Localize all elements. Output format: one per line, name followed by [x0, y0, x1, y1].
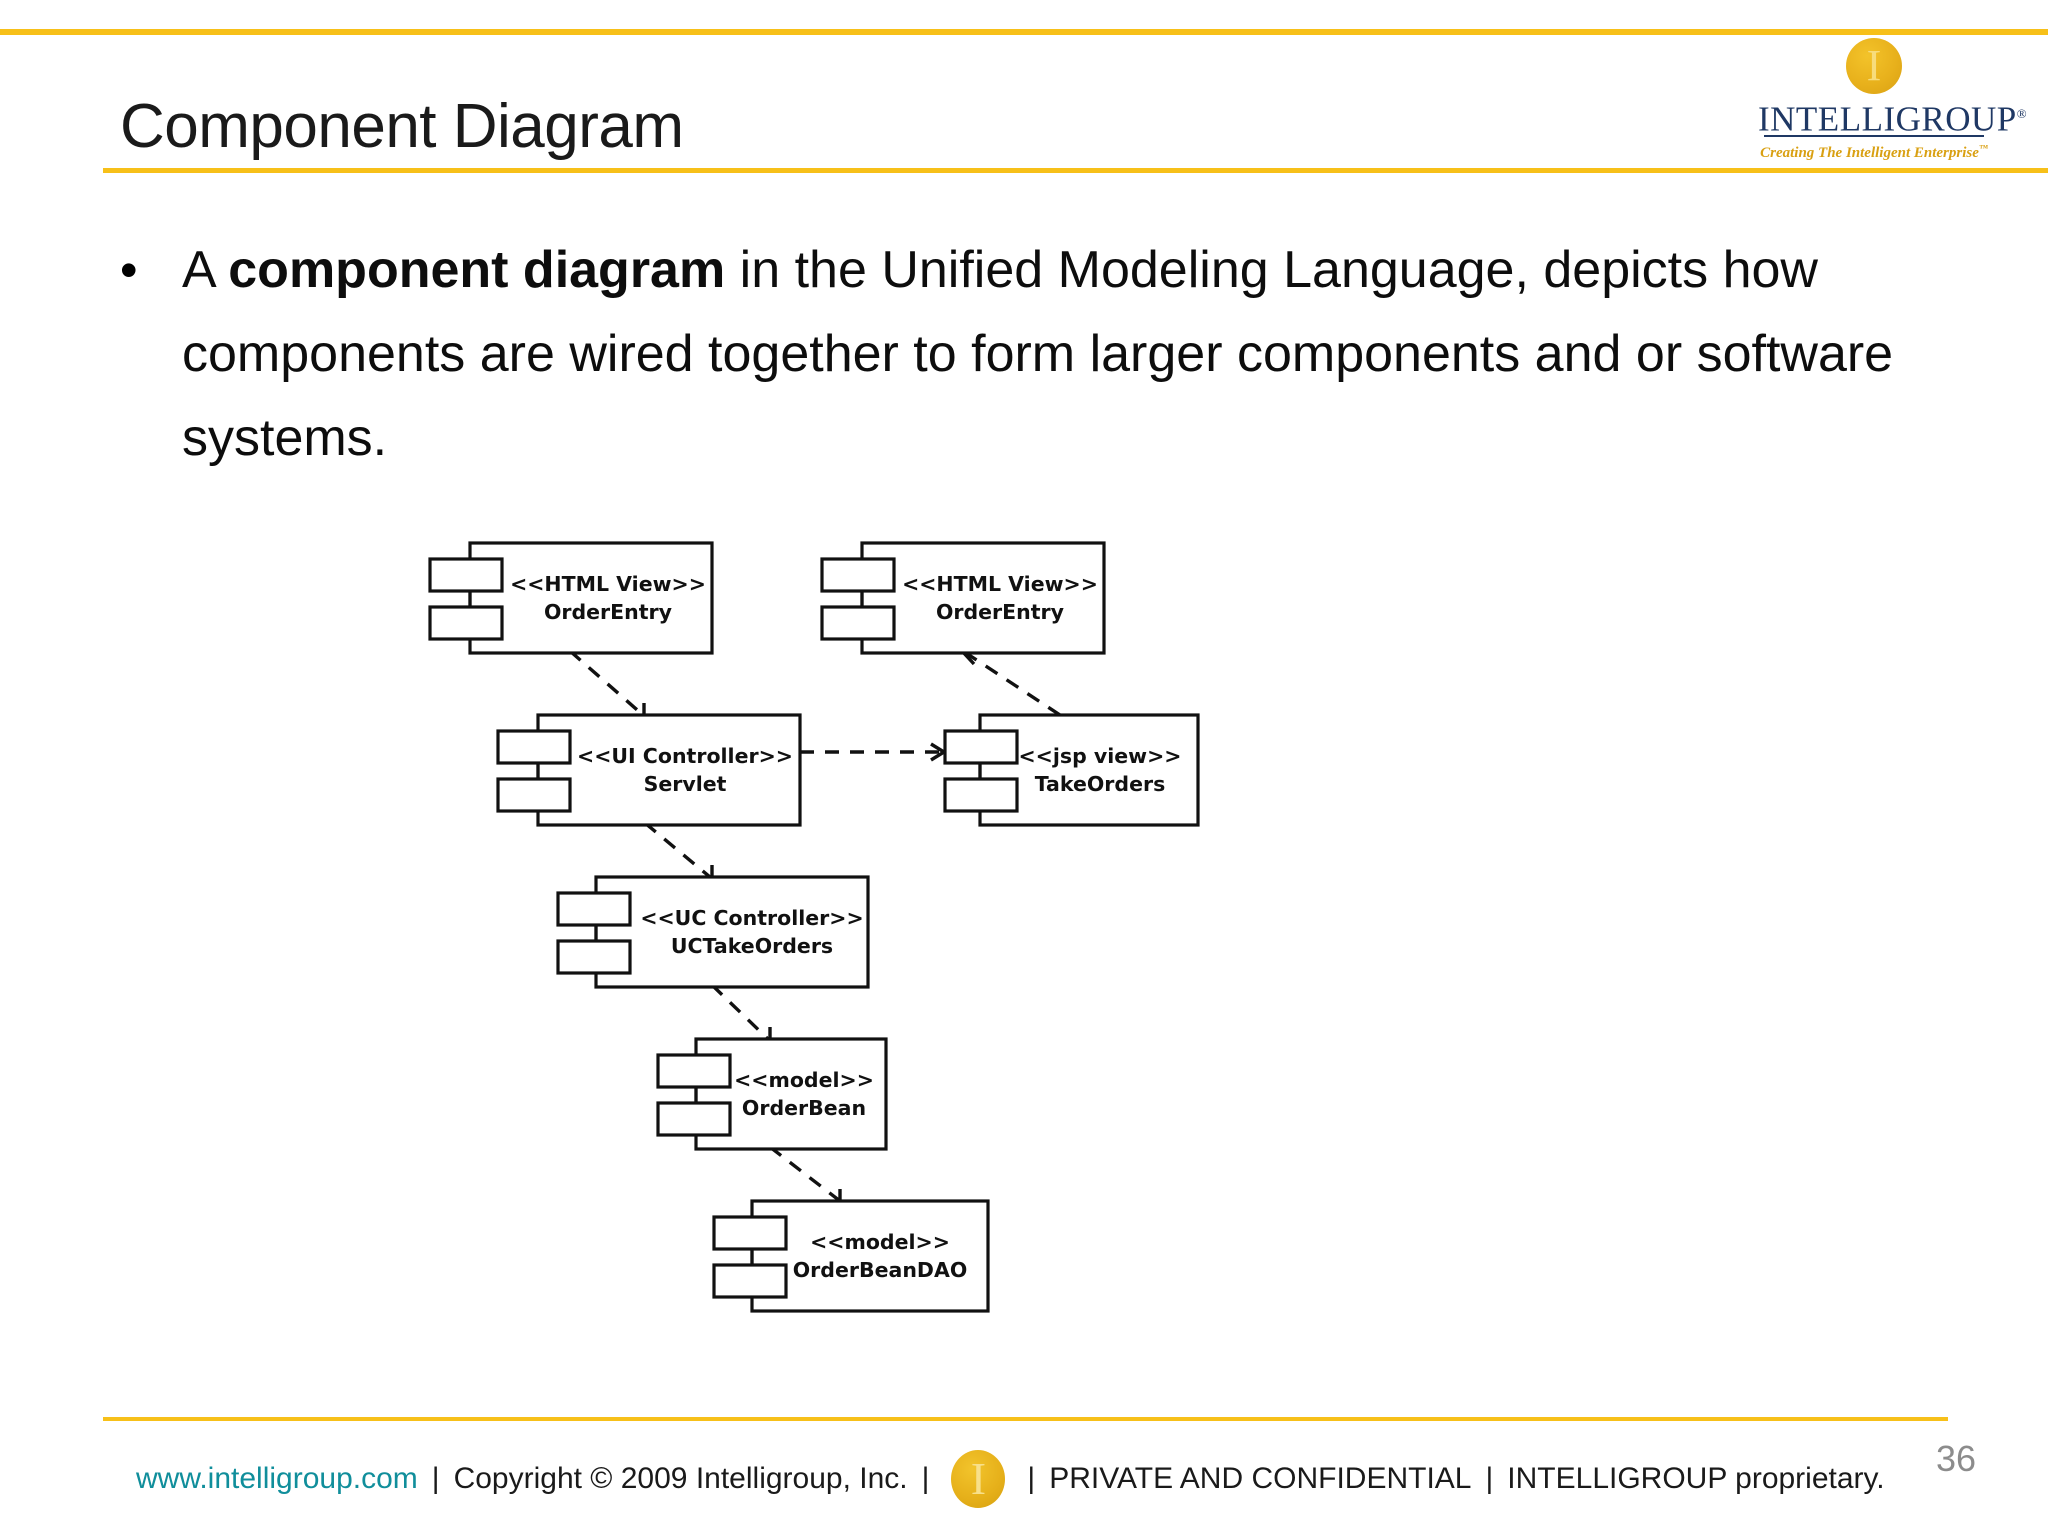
component-ui-controller-servlet: <<UI Controller>> Servlet	[496, 713, 802, 827]
dependency-servlet-to-jspview	[800, 742, 948, 762]
component-name: OrderBeanDAO	[793, 1258, 968, 1282]
dependency-orderbean-to-orderbeandao	[768, 1145, 842, 1205]
footer-copyright: Copyright © 2009 Intelligroup, Inc.	[453, 1462, 908, 1495]
dependency-uccontroller-to-orderbean	[710, 983, 772, 1043]
page-number: 36	[1935, 1438, 1976, 1479]
component-name: Servlet	[644, 772, 727, 796]
intelligroup-mark-icon: I	[1846, 38, 1902, 94]
component-stereotype: <<HTML View>>	[902, 572, 1098, 596]
footer: www.intelligroup.com | Copyright © 2009 …	[0, 1444, 2048, 1514]
component-jsp-view-take-orders: <<jsp view>> TakeOrders	[943, 713, 1200, 827]
component-model-order-bean-dao: <<model>> OrderBeanDAO	[712, 1199, 990, 1313]
component-name: UCTakeOrders	[671, 934, 833, 958]
component-stereotype: <<model>>	[810, 1230, 950, 1254]
component-html-view-order-entry-1: <<HTML View>> OrderEntry	[428, 541, 714, 655]
registered-mark-icon: ®	[2016, 106, 2027, 121]
brand-tagline-text: Creating The Intelligent Enterprise	[1760, 145, 1979, 161]
intelligroup-logo: I INTELLIGROUP® Creating The Intelligent…	[1758, 38, 2027, 163]
brand-wordmark-text: INTELLIGROUP	[1758, 99, 2017, 139]
intelligroup-badge-icon: I	[949, 1444, 1007, 1514]
component-uc-controller-uctakeorders: <<UC Controller>> UCTakeOrders	[556, 875, 870, 989]
component-stereotype: <<jsp view>>	[1019, 744, 1182, 768]
dependency-htmlview1-to-servlet	[568, 649, 646, 718]
bullet-text-lead: A	[182, 241, 229, 299]
top-accent-rule	[0, 29, 2048, 35]
trademark-mark-icon: ™	[1978, 143, 1988, 153]
dependency-servlet-to-uccontroller	[643, 821, 714, 881]
footer-separator: |	[1485, 1462, 1494, 1495]
footer-proprietary-notice: INTELLIGROUP proprietary.	[1507, 1462, 1885, 1495]
brand-tagline: Creating The Intelligent Enterprise™	[1758, 138, 1990, 163]
component-stereotype: <<UI Controller>>	[577, 744, 793, 768]
footer-separator: |	[431, 1462, 440, 1495]
footer-separator: |	[921, 1462, 930, 1495]
footer-separator: |	[1027, 1462, 1036, 1495]
component-stereotype: <<HTML View>>	[510, 572, 706, 596]
component-diagram: <<HTML View>> OrderEntry <<HTML View>> O…	[400, 525, 1220, 1365]
component-model-order-bean: <<model>> OrderBean	[656, 1037, 888, 1151]
component-stereotype: <<model>>	[734, 1068, 874, 1092]
component-name: OrderEntry	[544, 600, 672, 624]
component-stereotype: <<UC Controller>>	[640, 906, 863, 930]
header-divider-rule	[103, 168, 2048, 173]
component-name: OrderBean	[742, 1096, 866, 1120]
brand-wordmark: INTELLIGROUP®	[1758, 94, 2027, 140]
bullet-text: A component diagram in the Unified Model…	[182, 228, 1950, 480]
footer-confidential-notice: PRIVATE AND CONFIDENTIAL	[1049, 1462, 1472, 1495]
brand-mark-letter: I	[1866, 41, 1882, 90]
dependency-jspview-to-htmlview2	[958, 646, 1061, 717]
footer-divider-rule	[103, 1417, 1948, 1421]
component-name: TakeOrders	[1035, 772, 1166, 796]
component-name: OrderEntry	[936, 600, 1064, 624]
footer-website-link[interactable]: www.intelligroup.com	[136, 1462, 418, 1495]
bullet-text-emphasis: component diagram	[228, 241, 726, 299]
component-html-view-order-entry-2: <<HTML View>> OrderEntry	[820, 541, 1106, 655]
list-item: • A component diagram in the Unified Mod…	[120, 228, 1950, 480]
bullet-marker-icon: •	[120, 242, 138, 298]
footer-badge-letter: I	[970, 1453, 987, 1504]
bullet-list: • A component diagram in the Unified Mod…	[120, 228, 1950, 480]
bullet-text-rest: in the Unified Modeling Language, depict…	[182, 241, 1894, 467]
page-title: Component Diagram	[120, 91, 684, 161]
brand-underline-divider	[1764, 135, 1984, 137]
